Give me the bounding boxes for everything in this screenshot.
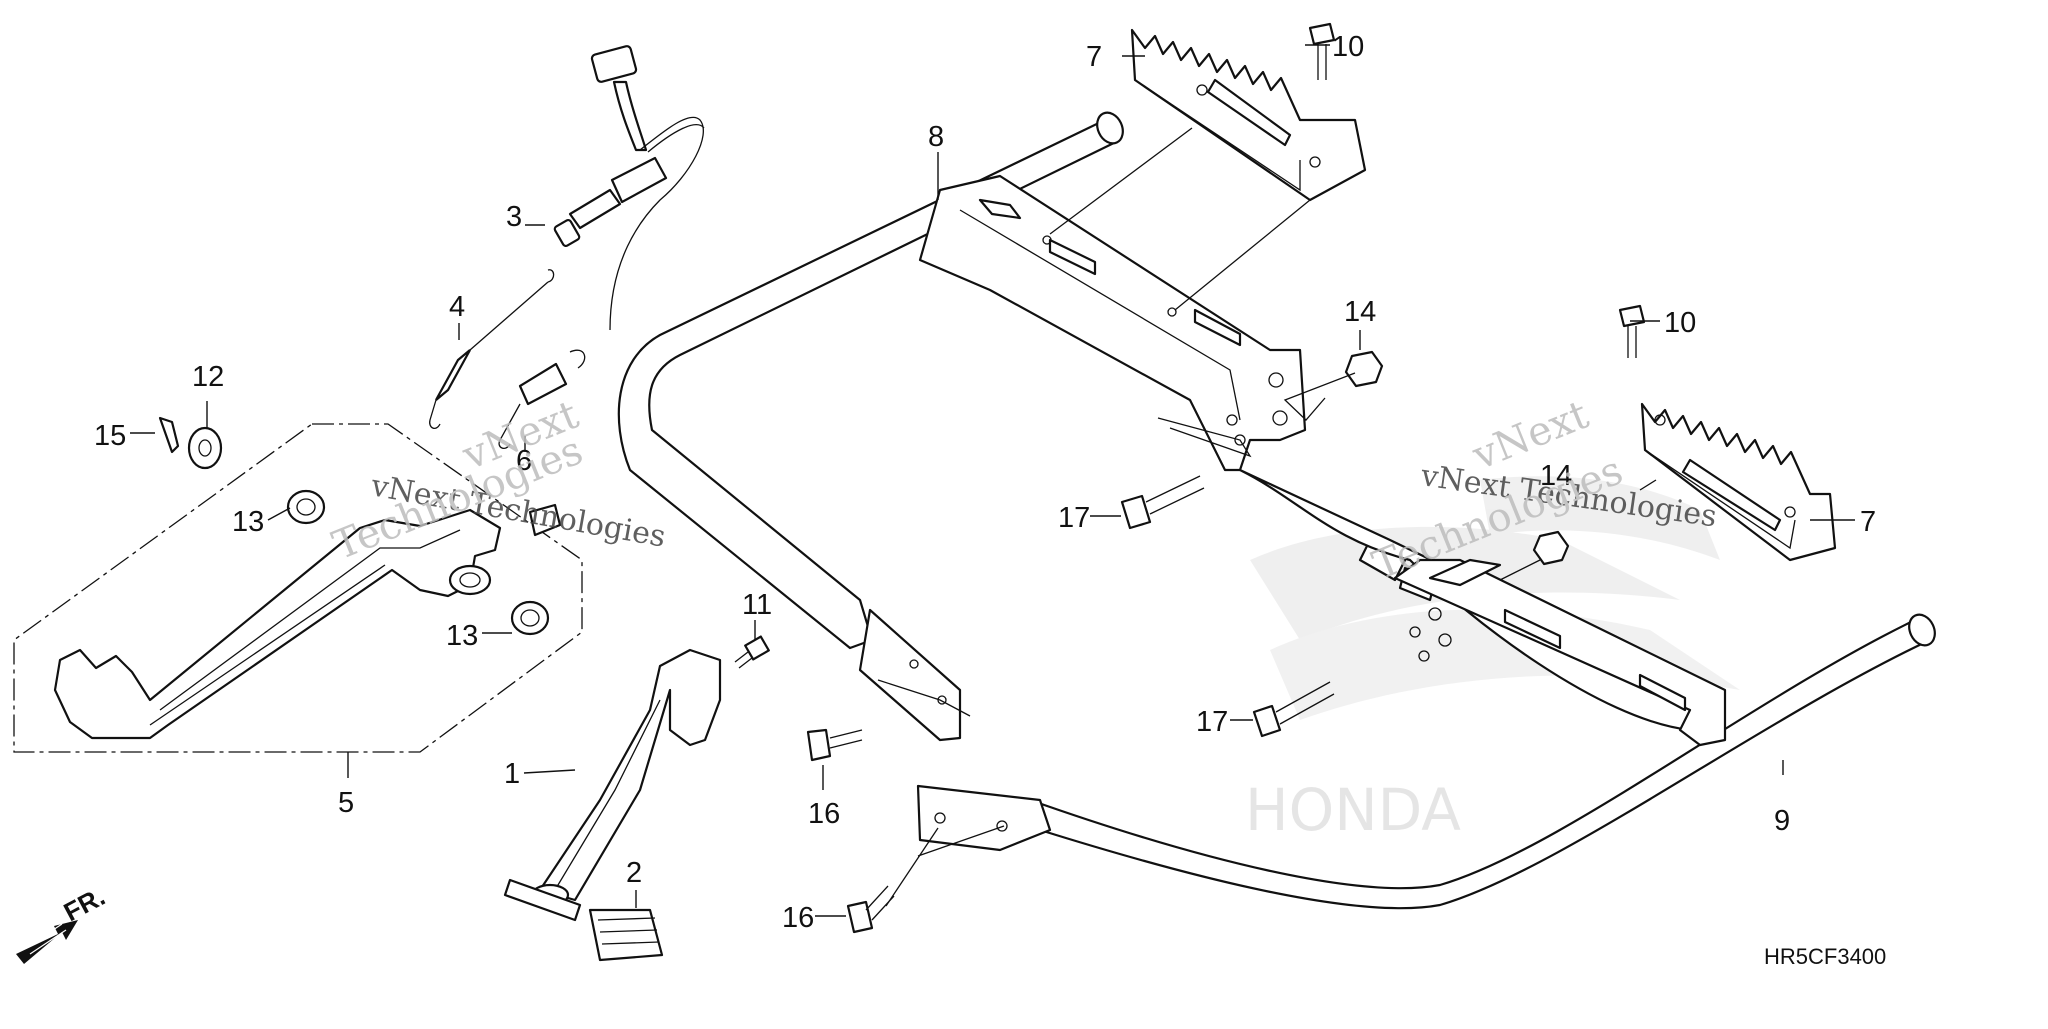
footpeg-7-upper: [1130, 28, 1367, 202]
callout-2: 2: [626, 857, 642, 889]
callout-16-lower: 16: [782, 902, 814, 934]
footpeg-7-lower: [1640, 402, 1837, 562]
brake-pedal-assembly: [53, 503, 562, 740]
callout-10: 10: [1332, 31, 1364, 63]
bushing-13-lower: [510, 600, 550, 636]
callout-16-upper: 16: [808, 798, 840, 830]
bolt-10-lower: [1618, 304, 1646, 358]
callout-15: 15: [94, 420, 126, 452]
cotter-pin-15: [158, 416, 180, 454]
footrest-bar-8: [617, 111, 1307, 742]
spring-4: [429, 269, 555, 429]
spring-6: [498, 349, 586, 449]
brake-pedal-assembly-outline: [13, 423, 583, 753]
callout-10-lower: 10: [1664, 307, 1696, 339]
callout-1: 1: [504, 758, 520, 790]
callout-17-lower: 17: [1196, 706, 1228, 738]
brake-pedal-lever: [503, 648, 722, 922]
callout-13-upper: 13: [232, 506, 264, 538]
washer-12: [187, 426, 223, 470]
callout-14-upper: 14: [1344, 296, 1376, 328]
bushing-13-upper: [286, 489, 326, 525]
bolt-10-upper: [1308, 22, 1336, 80]
callout-5: 5: [338, 787, 354, 819]
callout-7: 7: [1086, 41, 1102, 73]
front-label: FR.: [59, 881, 110, 927]
callout-6: 6: [516, 445, 532, 477]
honda-watermark-text: HONDA: [1245, 776, 1461, 844]
honda-wing-watermark: HONDA: [1245, 476, 1740, 844]
front-direction-arrow: FR.: [16, 881, 110, 964]
footrest-bar-9: [916, 468, 1936, 910]
bolt-17-upper: [1120, 475, 1205, 530]
callout-11: 11: [742, 589, 772, 621]
callout-4: 4: [449, 291, 465, 323]
leader-lines: [130, 44, 1855, 917]
pedal-rubber-2: [588, 908, 664, 962]
callout-7-lower: 7: [1860, 506, 1876, 538]
diagram-code: HR5CF3400: [1764, 944, 1886, 969]
nut-14-lower: [1532, 530, 1570, 566]
callout-9: 9: [1774, 805, 1790, 837]
callout-3: 3: [506, 201, 522, 233]
bolt-17-lower: [1252, 681, 1335, 738]
bolt-16-lower: [846, 885, 895, 934]
callout-8: 8: [928, 121, 944, 153]
bolt-16-upper: [806, 728, 863, 762]
nut-14-upper: [1344, 350, 1384, 388]
callout-12: 12: [192, 361, 224, 393]
callout-14-lower: 14: [1540, 460, 1572, 492]
callout-17-upper: 17: [1058, 502, 1090, 534]
brake-switch-harness: [553, 45, 705, 331]
callout-13-lower: 13: [446, 620, 478, 652]
callout-labels: 7 10 8 3 4 12 15 6 13 13 5 1 2 11 16 16 …: [94, 31, 1876, 934]
bolt-11: [734, 635, 770, 669]
